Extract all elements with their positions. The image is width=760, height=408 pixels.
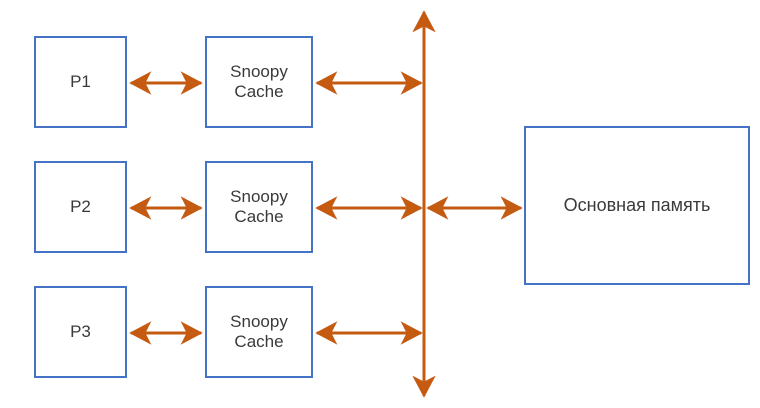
processor-box-p3[interactable]: P3	[34, 286, 127, 378]
snoopy-cache-box-3[interactable]: Snoopy Cache	[205, 286, 313, 378]
main-memory-label: Основная память	[563, 194, 711, 215]
snoopy-cache-box-2[interactable]: Snoopy Cache	[205, 161, 313, 253]
processor-label-p1: P1	[70, 71, 91, 91]
snoopy-cache-label-2: Snoopy Cache	[230, 186, 288, 226]
snoopy-cache-box-1[interactable]: Snoopy Cache	[205, 36, 313, 128]
processor-box-p1[interactable]: P1	[34, 36, 127, 128]
processor-box-p2[interactable]: P2	[34, 161, 127, 253]
main-memory-box[interactable]: Основная память	[524, 126, 750, 285]
processor-label-p2: P2	[70, 196, 91, 216]
snoopy-cache-label-1: Snoopy Cache	[230, 61, 288, 101]
processor-label-p3: P3	[70, 321, 91, 341]
snoopy-cache-label-3: Snoopy Cache	[230, 311, 288, 351]
